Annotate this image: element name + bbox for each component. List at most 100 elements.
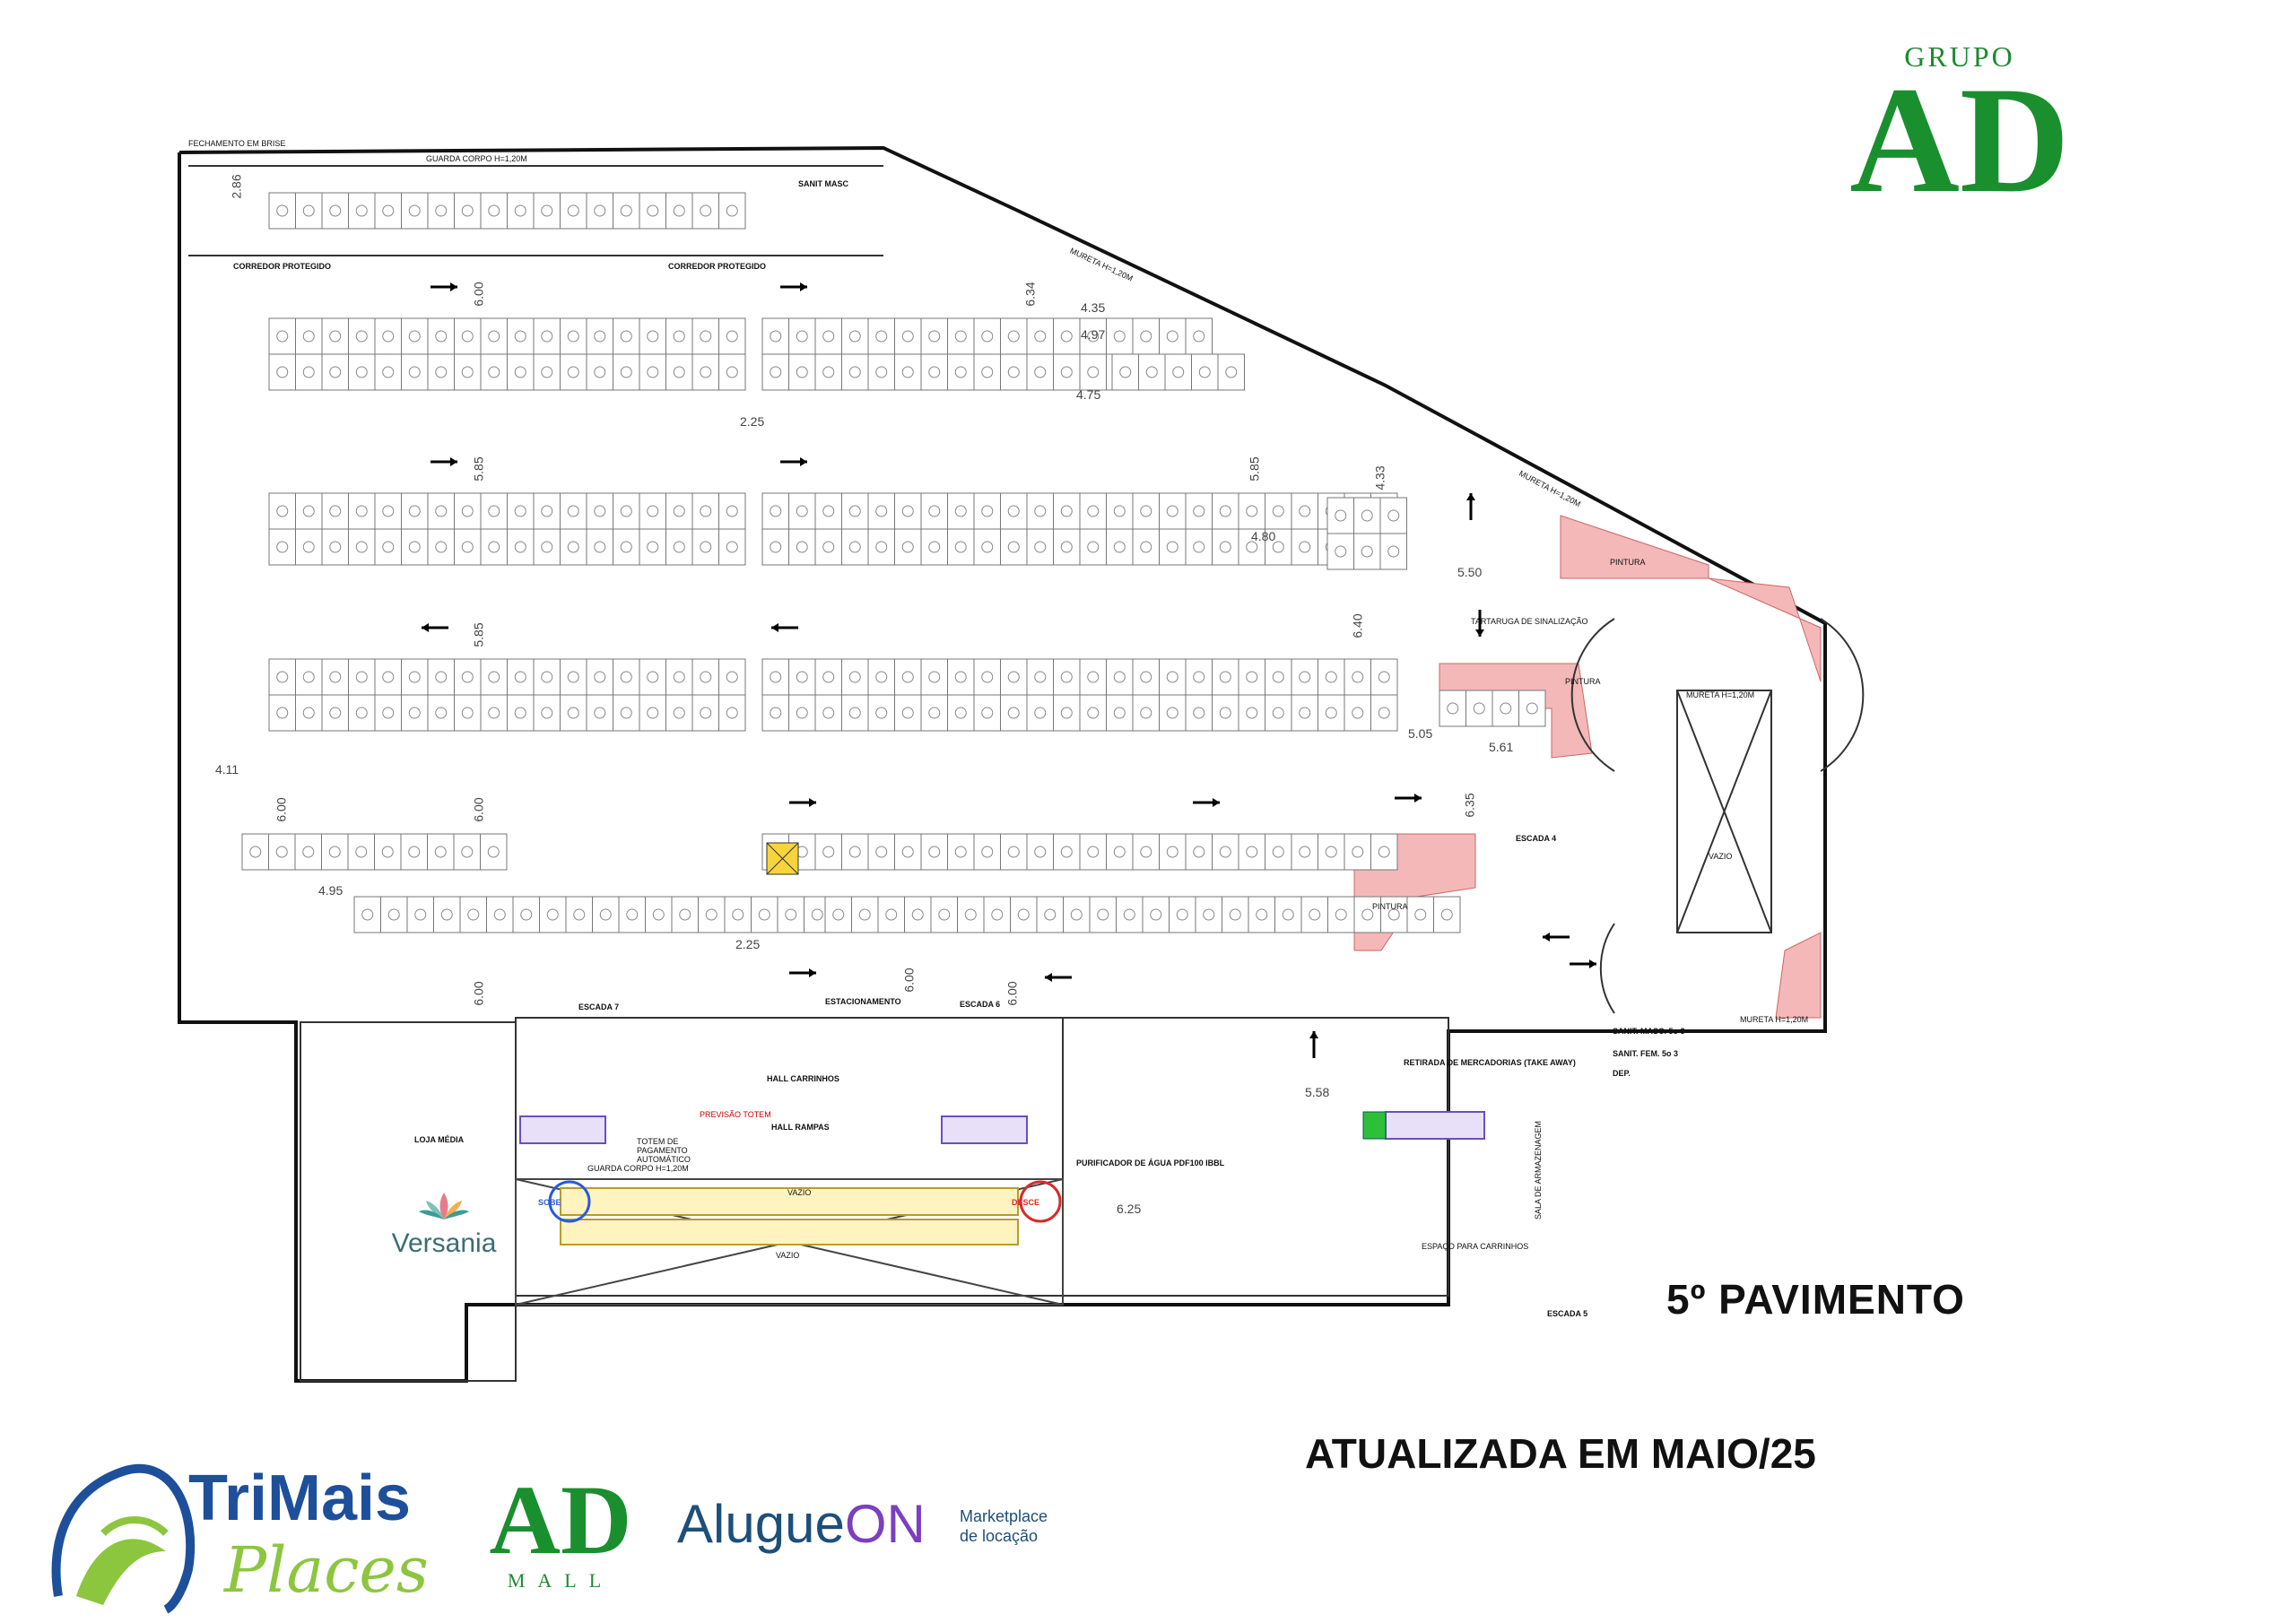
stall-marker (1193, 541, 1205, 553)
stall-marker (885, 908, 898, 921)
parking-stall (1132, 833, 1160, 871)
stall-marker (594, 541, 606, 553)
stall-marker (954, 671, 967, 683)
stall-marker (435, 204, 448, 217)
direction-arrow (430, 457, 457, 466)
stall-marker (1414, 908, 1427, 921)
stall-marker (382, 330, 395, 343)
parking-stall (1000, 658, 1028, 696)
stall-marker (1087, 671, 1100, 683)
stall-marker (647, 671, 659, 683)
parking-stall (1353, 896, 1381, 933)
stall-marker (1272, 541, 1284, 553)
parking-stall (867, 353, 895, 391)
stall-marker (1145, 366, 1158, 378)
stall-marker (822, 505, 835, 517)
parking-stall (268, 694, 296, 732)
parking-stall (295, 353, 323, 391)
stall-marker (1060, 366, 1073, 378)
stall-marker (1225, 366, 1238, 378)
parking-stall (348, 694, 376, 732)
stall-marker (875, 505, 888, 517)
stall-marker (1034, 330, 1047, 343)
parking-stall (268, 528, 296, 566)
stall-marker (954, 330, 967, 343)
stall-marker (1219, 505, 1231, 517)
label-sanit-masc-top: SANIT MASC (798, 179, 848, 188)
stall-marker (1007, 330, 1020, 343)
parking-stall (1265, 492, 1292, 530)
parking-stall (1164, 353, 1192, 391)
parking-stall (348, 192, 376, 230)
parking-stall (1291, 694, 1318, 732)
label-totem: TOTEM DE PAGAMENTO AUTOMÁTICO (637, 1137, 691, 1164)
painting-areas (1353, 515, 1822, 1019)
parking-stall (841, 353, 869, 391)
parking-stall (454, 658, 482, 696)
stall-marker (1140, 707, 1152, 719)
parking-stall (486, 896, 514, 933)
stall-marker (1325, 671, 1337, 683)
stall-marker (1007, 541, 1020, 553)
dimension-label: 2.25 (735, 937, 761, 951)
alugue-text: Alugue (677, 1494, 845, 1554)
parking-stall (1406, 896, 1434, 933)
parking-stall (268, 192, 296, 230)
parking-stall (586, 192, 613, 230)
stall-marker (1193, 330, 1205, 343)
dimension-label: 6.00 (274, 797, 289, 822)
direction-arrow (1045, 973, 1072, 982)
parking-stall (867, 694, 895, 732)
parking-stall (533, 492, 561, 530)
stall-marker (1272, 505, 1284, 517)
stall-marker (848, 671, 861, 683)
stall-marker (647, 505, 659, 517)
stall-marker (981, 671, 994, 683)
parking-stall (533, 353, 561, 391)
stall-marker (1060, 330, 1073, 343)
stall-marker (1193, 707, 1205, 719)
stall-marker (408, 671, 421, 683)
parking-stall (613, 192, 640, 230)
label-tartaruga: TARTARUGA DE SINALIZAÇÃO (1471, 617, 1588, 626)
stall-marker (355, 541, 368, 553)
stall-marker (1246, 505, 1258, 517)
parking-stall (841, 694, 869, 732)
parking-stall (321, 833, 349, 871)
stall-marker (382, 204, 395, 217)
dimension-label: 5.85 (471, 456, 486, 482)
stall-marker (875, 671, 888, 683)
parking-stall (1492, 690, 1519, 727)
alugue-on-text: ON (844, 1494, 926, 1554)
stall-marker (620, 541, 632, 553)
parking-stall (867, 658, 895, 696)
stall-marker (1387, 908, 1400, 921)
escalator-markers (548, 1180, 1062, 1223)
parking-stall (1238, 833, 1265, 871)
stall-marker (770, 505, 782, 517)
parking-stall (947, 694, 975, 732)
label-espaco-carrinhos: ESPAÇO PARA CARRINHOS (1422, 1242, 1529, 1251)
lotus-icon (419, 1193, 469, 1219)
parking-stall (454, 492, 482, 530)
direction-arrow (789, 968, 816, 977)
stall-marker (435, 330, 448, 343)
parking-stall (1053, 694, 1081, 732)
parking-stall (1212, 658, 1239, 696)
stall-marker (594, 330, 606, 343)
stall-marker (1352, 707, 1364, 719)
stall-marker (1113, 846, 1126, 858)
stall-marker (620, 366, 632, 378)
parking-stall (1222, 896, 1249, 933)
versania-logo: Versania (381, 1188, 507, 1259)
stall-marker (1361, 545, 1373, 558)
places-text: Places (224, 1533, 429, 1607)
label-fechamento: FECHAMENTO EM BRISE (188, 139, 286, 148)
dimension-label: 5.58 (1305, 1085, 1330, 1099)
parking-stall (691, 694, 719, 732)
stall-marker (302, 330, 315, 343)
parking-stall (1212, 694, 1239, 732)
stall-marker (355, 330, 368, 343)
grupo-label: GRUPO (1904, 40, 2015, 73)
parking-stall (724, 896, 752, 933)
